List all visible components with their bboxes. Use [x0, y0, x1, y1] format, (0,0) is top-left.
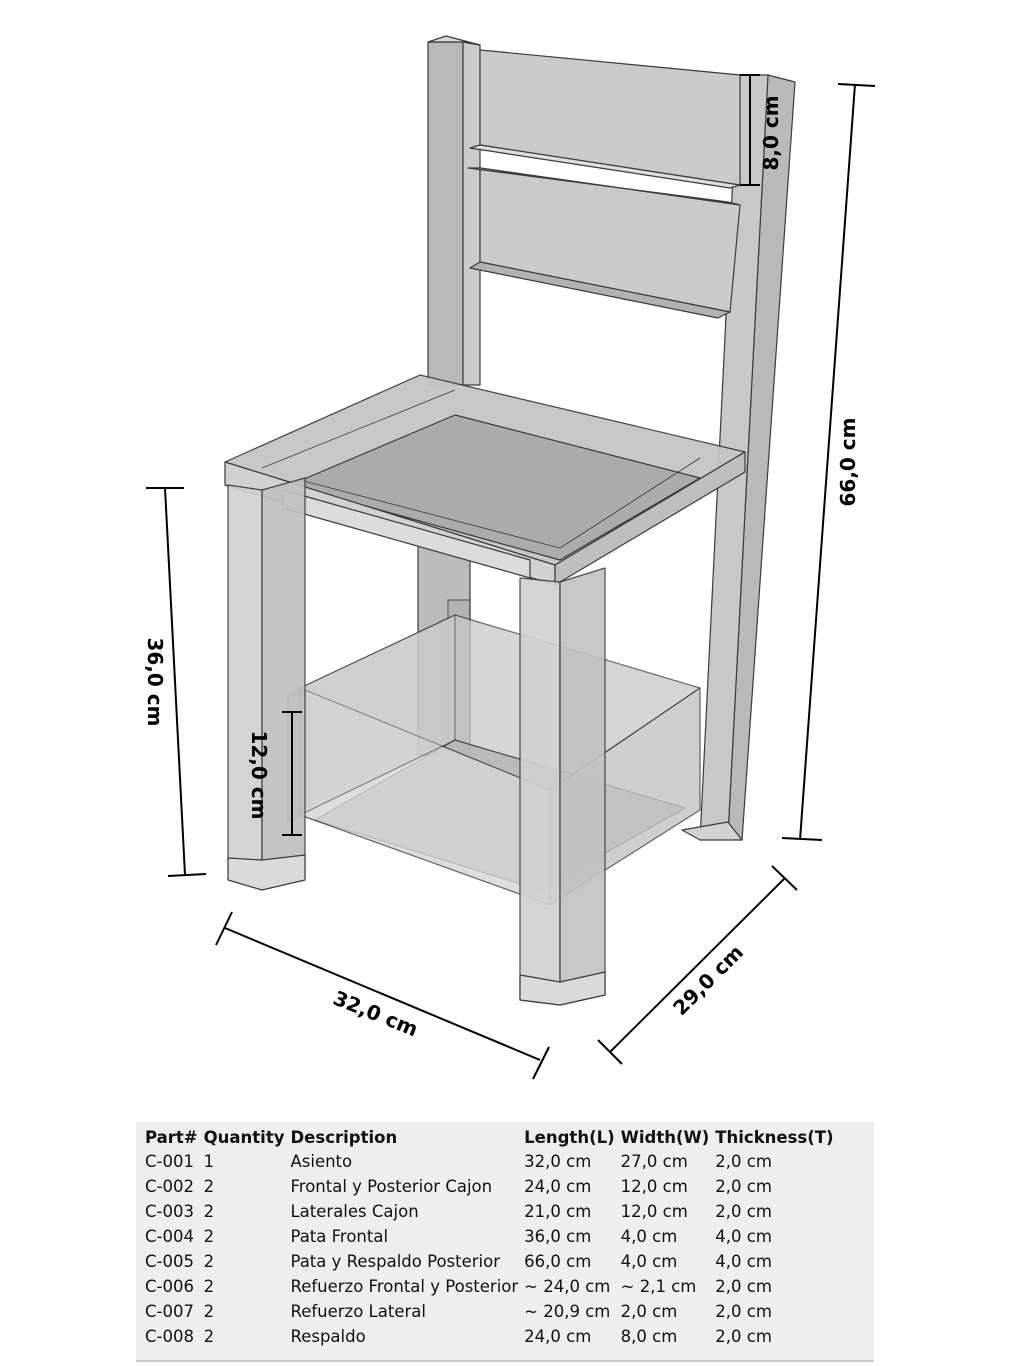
cell-length: 24,0 cm: [524, 1326, 592, 1346]
cell-desc: Pata y Respaldo Posterior: [290, 1251, 501, 1271]
table-row: C-005 2 Pata y Respaldo Posterior 66,0 cm 4,…: [144, 1249, 839, 1274]
cell-length: ~ 24,0 cm: [524, 1276, 611, 1296]
cell-desc: Respaldo: [290, 1326, 366, 1346]
cell-width: 2,0 cm: [620, 1301, 678, 1321]
cell-length: 36,0 cm: [524, 1226, 592, 1246]
cell-thickness: 2,0 cm: [715, 1151, 772, 1171]
cell-qty: 2: [203, 1326, 215, 1346]
col-description: Description: [290, 1128, 398, 1147]
cell-width: 4,0 cm: [620, 1251, 678, 1271]
back-left-post-top: [427, 35, 481, 46]
dim-width: 32,0 cm: [330, 986, 422, 1042]
cell-thickness: 2,0 cm: [715, 1301, 772, 1321]
parts-table: Part# Quantity Description Length(L) Wid…: [144, 1124, 839, 1349]
parts-table-header: Part# Quantity Description Length(L) Wid…: [144, 1124, 839, 1149]
cell-part: C-003: [145, 1201, 194, 1221]
table-row: C-008 2 Respaldo 24,0 cm 8,0 cm 2,0 cm: [144, 1324, 839, 1349]
cell-qty: 2: [203, 1226, 215, 1246]
cell-width: 27,0 cm: [620, 1151, 688, 1171]
front-right-leg-bottom: [519, 971, 606, 1006]
cell-desc: Refuerzo Frontal y Posterior: [290, 1276, 519, 1296]
cell-thickness: 4,0 cm: [715, 1251, 772, 1271]
cell-desc: Asiento: [290, 1151, 353, 1171]
cell-length: 66,0 cm: [524, 1251, 592, 1271]
cell-width: 4,0 cm: [620, 1226, 678, 1246]
cell-width: ~ 2,1 cm: [620, 1276, 697, 1296]
seat-right-face: [554, 451, 746, 586]
parts-table-panel: Part# Quantity Description Length(L) Wid…: [136, 1122, 874, 1362]
cell-desc: Refuerzo Lateral: [290, 1301, 426, 1321]
table-row: C-006 2 Refuerzo Frontal y Posterior~ 24,0…: [144, 1274, 839, 1299]
back-right-post-bottom: [681, 821, 743, 841]
dim-backrest-slat: 8,0 cm: [759, 95, 783, 170]
dimension-lines: [146, 74, 876, 1080]
table-row: C-003 2 Laterales Cajon 21,0 cm 12,0 cm 2,0 c…: [144, 1199, 839, 1224]
front-left-leg-bottom: [227, 854, 306, 891]
cell-desc: Frontal y Posterior Cajon: [290, 1176, 493, 1196]
cell-qty: 1: [203, 1151, 215, 1171]
chair-drawing: 66,0 cm 36,0 cm 12,0 cm 8,0 cm 32,0 cm 2…: [143, 35, 876, 1080]
cell-desc: Laterales Cajon: [290, 1201, 419, 1221]
cell-thickness: 4,0 cm: [715, 1226, 772, 1246]
dim-drawer-height: 12,0 cm: [247, 730, 271, 819]
back-left-post-front: [462, 41, 481, 386]
cell-qty: 2: [203, 1201, 215, 1221]
cell-length: 24,0 cm: [524, 1176, 592, 1196]
cell-width: 12,0 cm: [620, 1201, 688, 1221]
backrest-slat-bottom-edge: [467, 167, 741, 206]
cell-part: C-008: [145, 1326, 194, 1346]
cell-qty: 2: [203, 1301, 215, 1321]
cell-length: ~ 20,9 cm: [524, 1301, 611, 1321]
dim-seat-height: 36,0 cm: [143, 637, 167, 726]
cell-thickness: 2,0 cm: [715, 1176, 772, 1196]
col-length: Length(L): [524, 1128, 615, 1147]
backrest-slat-bottom-under: [469, 261, 731, 319]
front-left-leg-front: [227, 484, 263, 881]
cell-part: C-002: [145, 1176, 194, 1196]
front-left-leg-side: [261, 477, 306, 889]
table-row: C-004 2 Pata Frontal 36,0 cm 4,0 cm 4,0 cm: [144, 1224, 839, 1249]
cell-qty: 2: [203, 1251, 215, 1271]
cell-length: 21,0 cm: [524, 1201, 592, 1221]
cell-thickness: 2,0 cm: [715, 1326, 772, 1346]
cell-thickness: 2,0 cm: [715, 1201, 772, 1221]
cell-thickness: 2,0 cm: [715, 1276, 772, 1296]
cell-part: C-006: [145, 1276, 194, 1296]
cell-qty: 2: [203, 1176, 215, 1196]
back-left-post-side: [427, 41, 464, 386]
cell-desc: Pata Frontal: [290, 1226, 389, 1246]
cell-width: 12,0 cm: [620, 1176, 688, 1196]
table-row: C-007 2 Refuerzo Lateral ~ 20,9 cm 2,0 cm 2,0…: [144, 1299, 839, 1324]
table-row: C-002 2 Frontal y Posterior Cajon 24,0 cm 12…: [144, 1174, 839, 1199]
dim-total-height: 66,0 cm: [836, 417, 860, 506]
dim-depth: 29,0 cm: [668, 940, 748, 1020]
cell-length: 32,0 cm: [524, 1151, 592, 1171]
col-part: Part#: [145, 1128, 198, 1147]
col-width: Width(W): [620, 1128, 710, 1147]
cell-part: C-001: [145, 1151, 194, 1171]
cell-part: C-007: [145, 1301, 194, 1321]
front-right-leg-side: [559, 567, 606, 1006]
col-thickness: Thickness(T): [715, 1128, 834, 1147]
front-right-leg-front: [519, 577, 561, 1006]
cell-width: 8,0 cm: [620, 1326, 678, 1346]
cell-qty: 2: [203, 1276, 215, 1296]
cell-part: C-004: [145, 1226, 194, 1246]
table-row: C-001 1 Asiento 32,0 cm 27,0 cm 2,0 cm: [144, 1149, 839, 1174]
col-quantity: Quantity: [203, 1128, 285, 1147]
cell-part: C-005: [145, 1251, 194, 1271]
